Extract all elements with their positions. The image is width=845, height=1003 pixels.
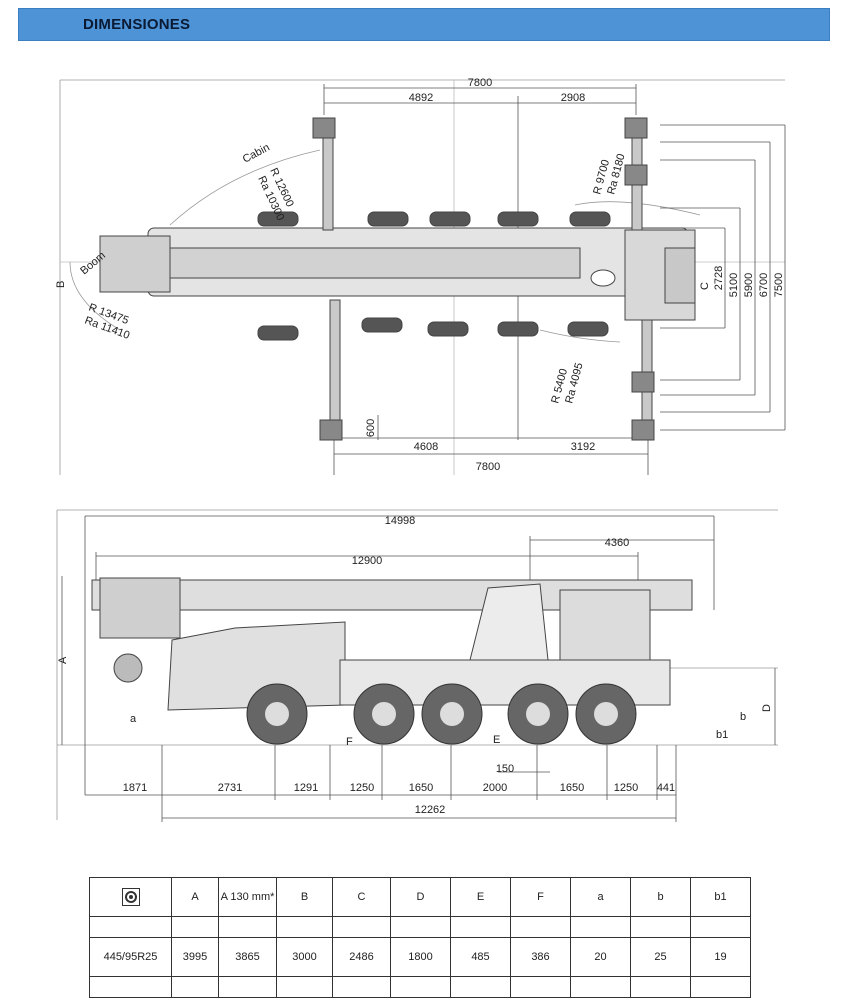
spec-spacer-row (89, 916, 751, 938)
spec-data-row: 445/95R25 3995 3865 3000 2486 1800 485 3… (89, 937, 751, 977)
dim-6700: 6700 (758, 273, 770, 297)
spec-header-row: A A 130 mm* B C D E F a b b1 (89, 877, 751, 917)
dim-top-left: 4892 (409, 92, 433, 104)
tyre-size: 445/95R25 (89, 937, 172, 977)
section-header: DIMENSIONES (18, 8, 830, 41)
value-e: 485 (450, 937, 511, 977)
value-b1: 19 (690, 937, 751, 977)
tyre-icon-cell (89, 877, 172, 917)
header-b1: b1 (690, 877, 751, 917)
header-c: C (332, 877, 391, 917)
dim-bottom-right: 3192 (571, 441, 595, 453)
header-a-angle: a (570, 877, 631, 917)
spec-empty-row (89, 976, 751, 998)
value-c: 2486 (332, 937, 391, 977)
dim-top-total: 7800 (468, 77, 492, 89)
dim-5900: 5900 (743, 273, 755, 297)
value-b-angle: 25 (630, 937, 691, 977)
dim-offset: 600 (365, 419, 377, 437)
dim-5100: 5100 (728, 273, 740, 297)
value-a: 3995 (171, 937, 219, 977)
label-c: C (699, 282, 711, 290)
dim-bottom-total: 7800 (476, 461, 500, 473)
header-a: A (171, 877, 219, 917)
spec-table: A A 130 mm* B C D E F a b b1 445/95R25 3… (89, 877, 751, 998)
dim-2728: 2728 (713, 266, 725, 290)
header-a130: A 130 mm* (218, 877, 277, 917)
tyre-icon (121, 888, 140, 906)
value-f: 386 (510, 937, 571, 977)
header-b: B (276, 877, 333, 917)
value-a130: 3865 (218, 937, 277, 977)
label-b: B (55, 281, 67, 288)
header-d: D (390, 877, 451, 917)
dim-top-right: 2908 (561, 92, 585, 104)
header-b-angle: b (630, 877, 691, 917)
section-title: DIMENSIONES (83, 16, 191, 33)
value-a-angle: 20 (570, 937, 631, 977)
value-d: 1800 (390, 937, 451, 977)
dim-7500: 7500 (773, 273, 785, 297)
value-b: 3000 (276, 937, 333, 977)
label-cabin: Cabin (241, 142, 272, 166)
header-f: F (510, 877, 571, 917)
dim-bottom-left: 4608 (414, 441, 438, 453)
header-e: E (450, 877, 511, 917)
